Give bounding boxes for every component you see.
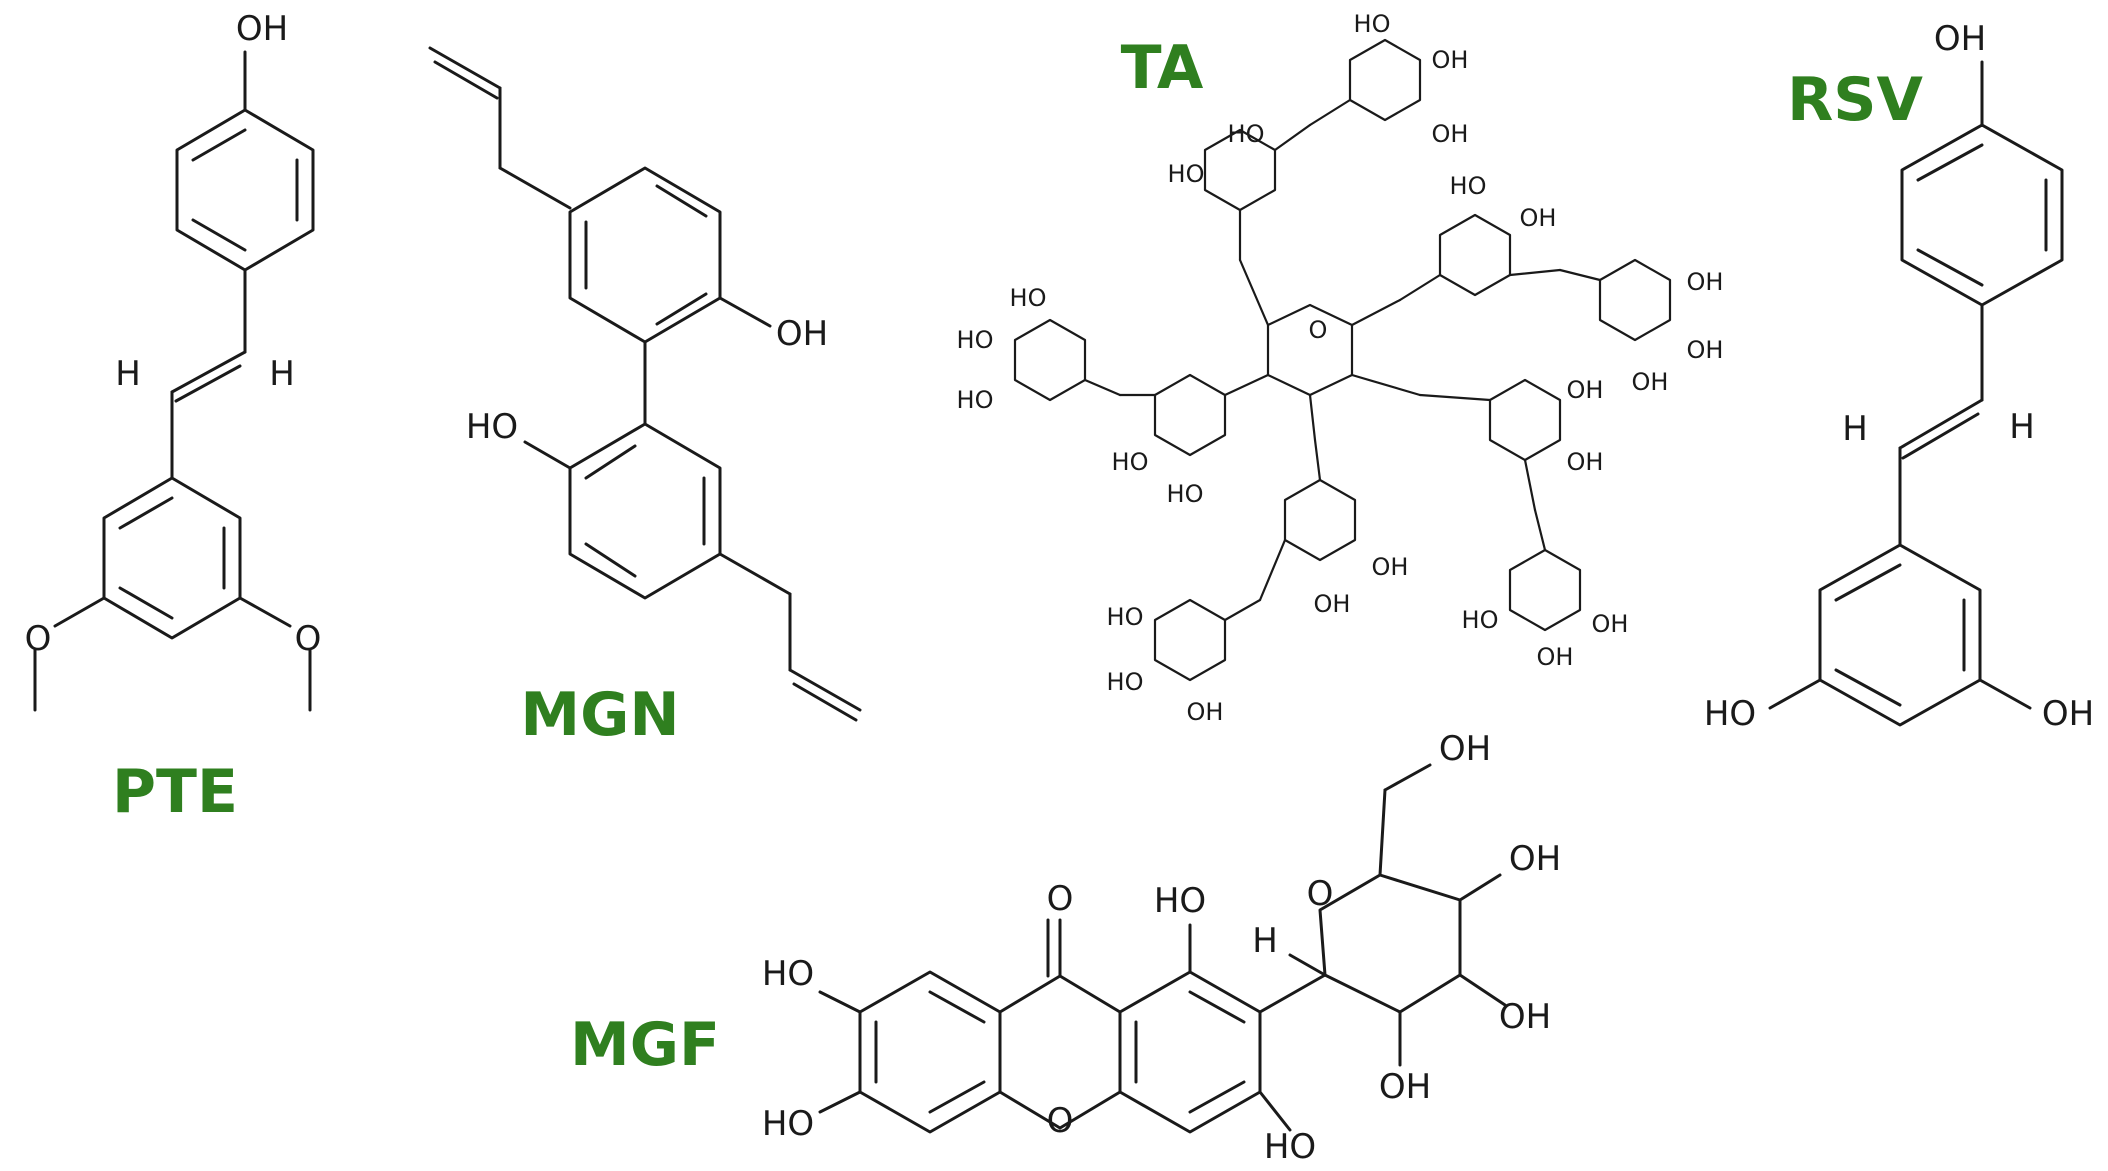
pte-compound-label: PTE (112, 757, 238, 827)
rsv-hydroxyl-bl-label: HO (1704, 694, 1756, 734)
ta-oh-label: OH (1632, 368, 1669, 396)
ta-oh-label: HO (957, 386, 994, 414)
structure-mgf: MGF O HO HO HO O HO H O OH (570, 729, 1561, 1167)
ta-oh-label: OH (1687, 268, 1724, 296)
ta-oh-label: OH (1687, 336, 1724, 364)
ta-oh-label: HO (1112, 448, 1149, 476)
ta-oh-label: HO (1462, 606, 1499, 634)
mgf-hydroxyl-label: OH (1379, 1067, 1431, 1107)
mgf-hydroxyl-label: OH (1439, 729, 1491, 769)
ta-oh-label: OH (1432, 120, 1469, 148)
structure-rsv: RSV OH H H HO OH (1704, 19, 2094, 734)
ta-ring-oxygen: O (1309, 316, 1328, 344)
rsv-h-right-label: H (2009, 407, 2035, 447)
ta-oh-label: HO (957, 326, 994, 354)
structure-mgn: OH HO MGN (428, 46, 862, 750)
ta-oh-label: HO (1354, 10, 1391, 38)
ta-oh-label: HO (1167, 480, 1204, 508)
structure-pte: OH H H O O PTE (25, 9, 322, 827)
mgn-hydroxyl-right-label: OH (776, 314, 828, 354)
ta-oh-label: HO (1107, 603, 1144, 631)
ta-compound-label: TA (1121, 33, 1204, 103)
pte-h-left-label: H (115, 354, 141, 394)
ta-oh-label: OH (1567, 376, 1604, 404)
pte-methoxy-o-right: O (295, 619, 322, 659)
mgf-hydroxyl-label: HO (762, 1104, 814, 1144)
ta-oh-label: OH (1537, 643, 1574, 671)
ta-oh-label: OH (1314, 590, 1351, 618)
ta-oh-label: HO (1450, 172, 1487, 200)
rsv-h-left-label: H (1842, 409, 1868, 449)
mgn-hydroxyl-left-label: HO (466, 407, 518, 447)
mgf-hydroxyl-label: OH (1509, 839, 1561, 879)
mgf-hydroxyl-label: OH (1499, 997, 1551, 1037)
rsv-hydroxyl-br-label: OH (2042, 694, 2094, 734)
structure-ta: TA O HO OH OH (957, 10, 1724, 726)
mgf-hydroxyl-label: HO (762, 954, 814, 994)
pte-hydroxyl-label: OH (236, 9, 288, 49)
rsv-hydroxyl-top-label: OH (1934, 19, 1986, 59)
rsv-compound-label: RSV (1787, 65, 1923, 135)
mgf-sugar-o-label: O (1307, 874, 1334, 914)
ta-oh-label: HO (1168, 160, 1205, 188)
ta-oh-label: OH (1592, 610, 1629, 638)
mgf-h-label: H (1252, 921, 1278, 961)
ta-oh-label: OH (1432, 46, 1469, 74)
ta-oh-label: HO (1228, 120, 1265, 148)
pte-h-right-label: H (269, 354, 295, 394)
ta-oh-label: OH (1372, 553, 1409, 581)
mgf-hydroxyl-label: HO (1154, 881, 1206, 921)
ta-oh-label: OH (1567, 448, 1604, 476)
mgn-compound-label: MGN (520, 680, 679, 750)
ta-oh-label: HO (1107, 668, 1144, 696)
ta-oh-label: HO (1010, 284, 1047, 312)
pte-methoxy-o-left: O (25, 619, 52, 659)
ta-oh-label: OH (1187, 698, 1224, 726)
ta-oh-label: OH (1520, 204, 1557, 232)
mgf-compound-label: MGF (570, 1010, 720, 1080)
mgf-hydroxyl-label: HO (1264, 1127, 1316, 1167)
mgf-ring-o-label: O (1047, 1101, 1074, 1141)
mgf-carbonyl-o-label: O (1047, 879, 1074, 919)
